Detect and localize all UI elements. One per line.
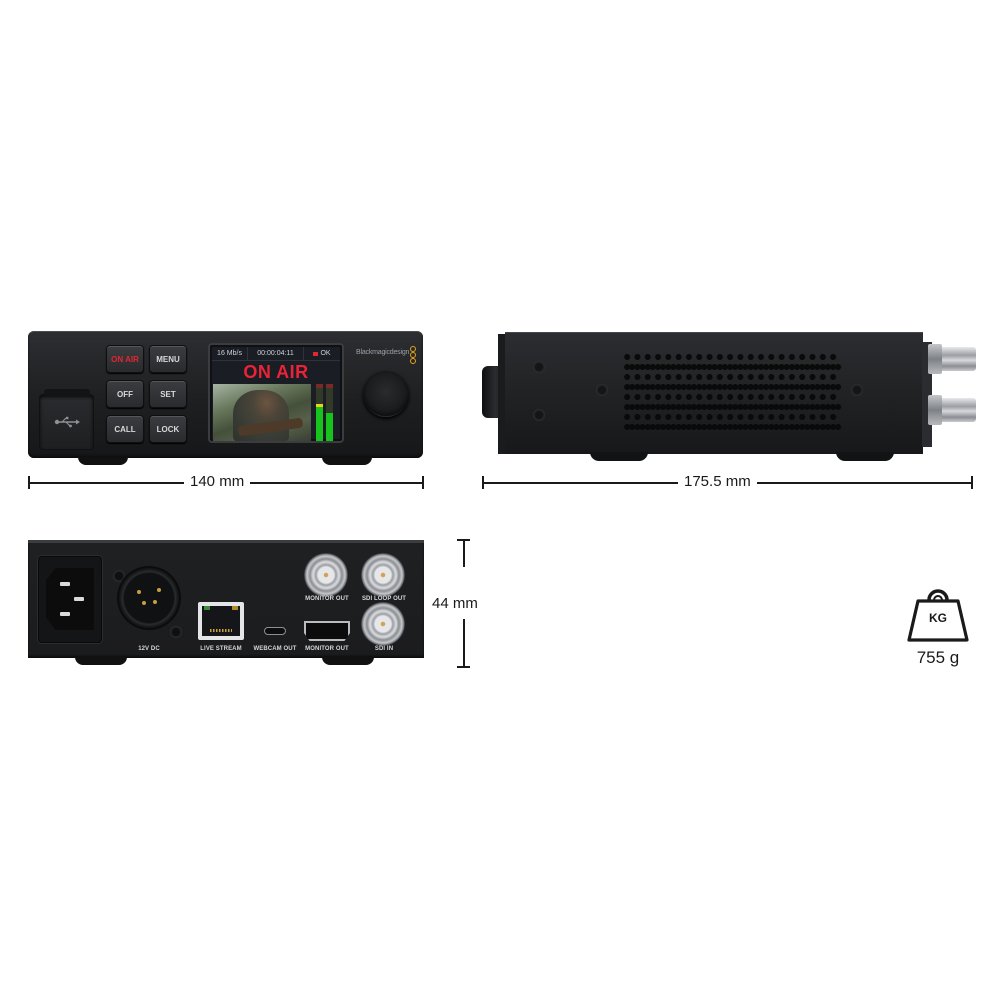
screw-icon xyxy=(170,626,182,638)
bnc-connector-side-top xyxy=(928,344,976,374)
rear-foot-right xyxy=(322,657,374,665)
bnc-connector-side-bottom xyxy=(928,395,976,425)
usb-c-port xyxy=(264,627,286,635)
label-live-stream: LIVE STREAM xyxy=(200,646,242,652)
on-air-button[interactable]: ON AIR xyxy=(106,345,144,373)
rear-panel-view: 12V DC LIVE STREAM WEBCAM OUT MONITOR OU… xyxy=(28,540,424,658)
depth-dimension-label: 175.5 mm xyxy=(678,473,757,490)
vent-grille-offset xyxy=(627,357,845,432)
lcd-screen: 16 Mb/s 00:00:04:11 OK ON AIR xyxy=(208,343,344,443)
front-panel-view: ON AIR MENU OFF SET CALL LOCK 16 Mb/s 00… xyxy=(28,331,423,458)
screw-icon xyxy=(851,384,863,396)
audio-meter-left xyxy=(316,384,323,441)
rear-foot-left xyxy=(75,657,127,665)
side-front-bezel xyxy=(498,334,508,454)
depth-dimension-tick-right xyxy=(971,476,973,489)
stream-status: OK xyxy=(304,347,340,360)
xlr-12v-dc-connector xyxy=(119,568,179,628)
bnc-sdi-loop-out xyxy=(361,553,405,597)
ethernet-port xyxy=(198,602,244,640)
height-dimension-line-top xyxy=(463,539,465,567)
usb-icon xyxy=(54,416,80,428)
video-preview xyxy=(213,384,311,441)
weight-icon-label: KG xyxy=(929,611,947,625)
bnc-monitor-out xyxy=(304,553,348,597)
timecode-readout: 00:00:04:11 xyxy=(248,347,304,360)
screw-icon xyxy=(596,384,608,396)
control-knob[interactable] xyxy=(363,371,409,417)
iec-power-inlet xyxy=(38,556,102,643)
front-foot-left xyxy=(78,457,128,465)
label-sdi-in: SDI IN xyxy=(374,646,394,652)
bnc-sdi-in xyxy=(361,602,405,646)
front-foot-right xyxy=(322,457,372,465)
depth-dimension-tick-left xyxy=(482,476,484,489)
on-air-banner: ON AIR xyxy=(243,362,309,382)
kettlebell-weight-icon xyxy=(907,589,969,642)
label-12v-dc: 12V DC xyxy=(138,646,160,652)
width-dimension-tick-left xyxy=(28,476,30,489)
brand-logo-icon xyxy=(410,346,416,364)
audio-meter-right xyxy=(326,384,333,441)
side-foot-left xyxy=(590,452,648,461)
set-button[interactable]: SET xyxy=(149,380,187,408)
height-dimension-tick-top xyxy=(457,539,470,541)
label-monitor-out-hdmi: MONITOR OUT xyxy=(305,646,349,652)
screw-icon xyxy=(533,409,545,421)
screw-icon xyxy=(113,570,125,582)
status-dot-icon xyxy=(313,351,319,356)
side-foot-right xyxy=(836,452,894,461)
label-sdi-loop-out: SDI LOOP OUT xyxy=(361,596,407,602)
weight-value: 755 g xyxy=(916,648,960,667)
brand-logo-text: Blackmagicdesign xyxy=(356,349,410,356)
height-dimension-line-bottom xyxy=(463,619,465,667)
width-dimension-label: 140 mm xyxy=(184,473,251,490)
call-button[interactable]: CALL xyxy=(106,415,144,443)
lock-button[interactable]: LOCK xyxy=(149,415,187,443)
height-dimension-tick-bottom xyxy=(457,666,470,668)
off-button[interactable]: OFF xyxy=(106,380,144,408)
usb-port-cover xyxy=(39,389,94,450)
hdmi-port xyxy=(304,621,350,641)
lcd-status-bar: 16 Mb/s 00:00:04:11 OK xyxy=(212,347,340,361)
width-dimension-tick-right xyxy=(422,476,424,489)
side-rear-plate xyxy=(922,342,932,447)
label-monitor-out-bnc: MONITOR OUT xyxy=(305,596,349,602)
bitrate-readout: 16 Mb/s xyxy=(212,347,248,360)
height-dimension-label: 44 mm xyxy=(430,595,480,612)
menu-button[interactable]: MENU xyxy=(149,345,187,373)
screw-icon xyxy=(533,361,545,373)
label-webcam-out: WEBCAM OUT xyxy=(253,646,297,652)
